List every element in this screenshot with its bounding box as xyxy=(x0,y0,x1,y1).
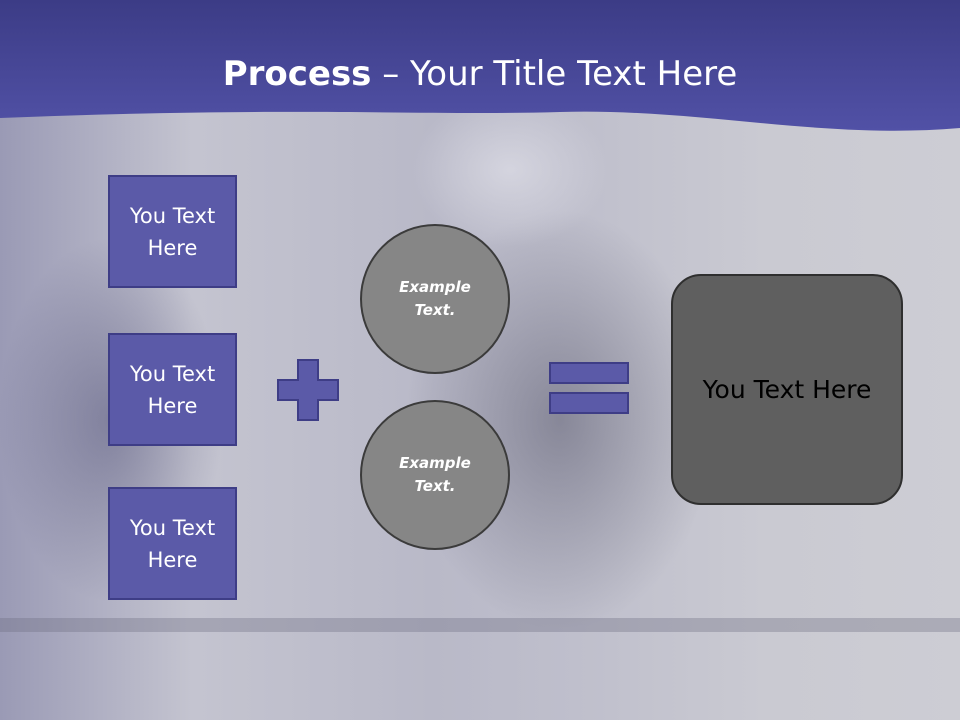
input-box-label: You Text Here xyxy=(129,203,216,260)
input-box-label: You Text Here xyxy=(129,515,216,572)
result-box[interactable]: You Text Here xyxy=(671,274,903,505)
circle-label: Example Text. xyxy=(399,454,471,495)
input-box-1[interactable]: You Text Here xyxy=(108,175,237,288)
result-label: You Text Here xyxy=(702,375,872,404)
example-circle-1[interactable]: Example Text. xyxy=(360,224,510,374)
title-rest: – Your Title Text Here xyxy=(371,54,738,94)
circle-label: Example Text. xyxy=(399,278,471,319)
plus-icon xyxy=(277,359,339,421)
example-circle-2[interactable]: Example Text. xyxy=(360,400,510,550)
input-box-3[interactable]: You Text Here xyxy=(108,487,237,600)
input-box-label: You Text Here xyxy=(129,361,216,418)
input-box-2[interactable]: You Text Here xyxy=(108,333,237,446)
title-bold: Process xyxy=(222,54,372,94)
header-band xyxy=(0,0,960,131)
equals-icon xyxy=(549,362,629,414)
slide-title: Process – Your Title Text Here xyxy=(0,52,960,96)
